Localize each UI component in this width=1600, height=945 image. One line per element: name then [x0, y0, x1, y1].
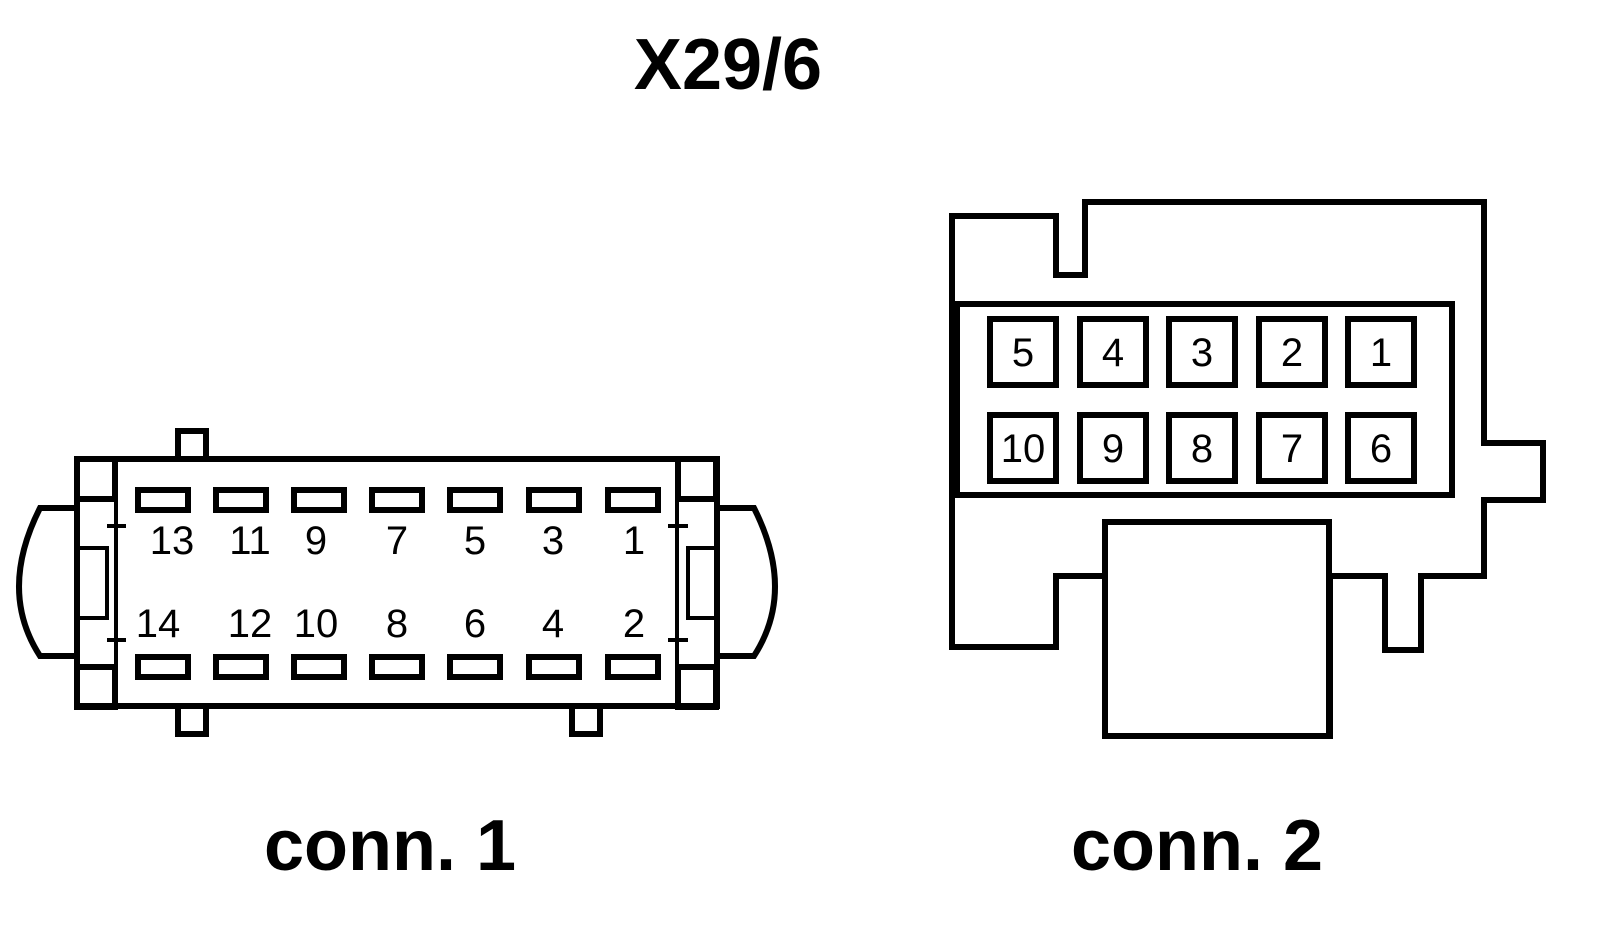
- pin-cell-frame: [1166, 412, 1238, 484]
- pin-slot: [447, 487, 503, 513]
- pin-label: 9: [305, 519, 327, 563]
- pin-slot: [447, 654, 503, 680]
- pin-cell: 9: [1077, 412, 1149, 484]
- pin-cell-frame: [987, 316, 1059, 388]
- pin-label: 2: [623, 602, 645, 646]
- pin-cell-frame: [987, 412, 1059, 484]
- pin-slot: [135, 487, 191, 513]
- pin-label: 1: [1370, 331, 1392, 375]
- pin-label: 2: [1281, 331, 1303, 375]
- connector-2: 5 4 3 2 1 10 9 8 7 6 conn. 2: [949, 199, 1546, 886]
- pin-cell: 7: [1256, 412, 1328, 484]
- pin-label: 5: [1012, 331, 1034, 375]
- pin-cell-frame: [1345, 412, 1417, 484]
- pin-cell-frame: [1077, 412, 1149, 484]
- connector-1-top-slots: [135, 487, 661, 513]
- pin-label: 7: [1281, 427, 1303, 471]
- pin-slot: [213, 654, 269, 680]
- pin-cell-frame: [1166, 316, 1238, 388]
- connector-2-caption: conn. 2: [1071, 806, 1323, 886]
- connector-1-bottom-slots: [135, 654, 661, 680]
- connector-1-top-pin-labels: 13 11 9 7 5 3 1: [150, 519, 645, 563]
- pin-slot: [369, 654, 425, 680]
- pin-label: 6: [464, 602, 486, 646]
- pin-label: 11: [229, 519, 271, 563]
- pin-label: 13: [150, 519, 195, 563]
- pin-label: 1: [623, 519, 645, 563]
- pin-slot: [291, 654, 347, 680]
- pin-slot: [526, 487, 582, 513]
- pin-cell: 5: [987, 316, 1059, 388]
- pin-label: 4: [1102, 331, 1124, 375]
- pin-cell: 10: [987, 412, 1059, 484]
- pin-label: 10: [1001, 427, 1046, 471]
- pin-label: 5: [464, 519, 486, 563]
- connector-1-housing: [16, 428, 778, 737]
- pin-cell: 3: [1166, 316, 1238, 388]
- pin-slot: [135, 654, 191, 680]
- pin-label: 10: [294, 602, 339, 646]
- pin-label: 4: [542, 602, 564, 646]
- pin-cell-frame: [1345, 316, 1417, 388]
- diagram-title: X29/6: [634, 25, 822, 105]
- pin-cell: 1: [1345, 316, 1417, 388]
- pin-label: 8: [1191, 427, 1213, 471]
- pin-label: 7: [386, 519, 408, 563]
- pin-label: 14: [136, 602, 181, 646]
- pin-cell-frame: [1256, 316, 1328, 388]
- connector-2-housing: [949, 199, 1546, 739]
- pin-label: 3: [1191, 331, 1213, 375]
- pin-cell: 4: [1077, 316, 1149, 388]
- connector-1-caption: conn. 1: [264, 806, 516, 886]
- pin-cell-frame: [1256, 412, 1328, 484]
- pin-label: 12: [228, 602, 273, 646]
- pin-slot: [526, 654, 582, 680]
- pin-cell: 2: [1256, 316, 1328, 388]
- pin-slot: [369, 487, 425, 513]
- pin-cell: 6: [1345, 412, 1417, 484]
- pin-label: 8: [386, 602, 408, 646]
- pin-slot: [605, 654, 661, 680]
- pin-cell-frame: [1077, 316, 1149, 388]
- pin-slot: [605, 487, 661, 513]
- connector-2-pin-cells: 5 4 3 2 1 10 9 8 7 6: [987, 316, 1417, 484]
- connector-1-bottom-pin-labels: 14 12 10 8 6 4 2: [136, 602, 645, 646]
- connector-1: 13 11 9 7 5 3 1 14 12 10 8 6 4 2 conn. 1: [16, 428, 778, 886]
- pin-slot: [213, 487, 269, 513]
- pin-label: 6: [1370, 427, 1392, 471]
- pin-label: 9: [1102, 427, 1124, 471]
- pin-label: 3: [542, 519, 564, 563]
- pin-slot: [291, 487, 347, 513]
- pin-cell: 8: [1166, 412, 1238, 484]
